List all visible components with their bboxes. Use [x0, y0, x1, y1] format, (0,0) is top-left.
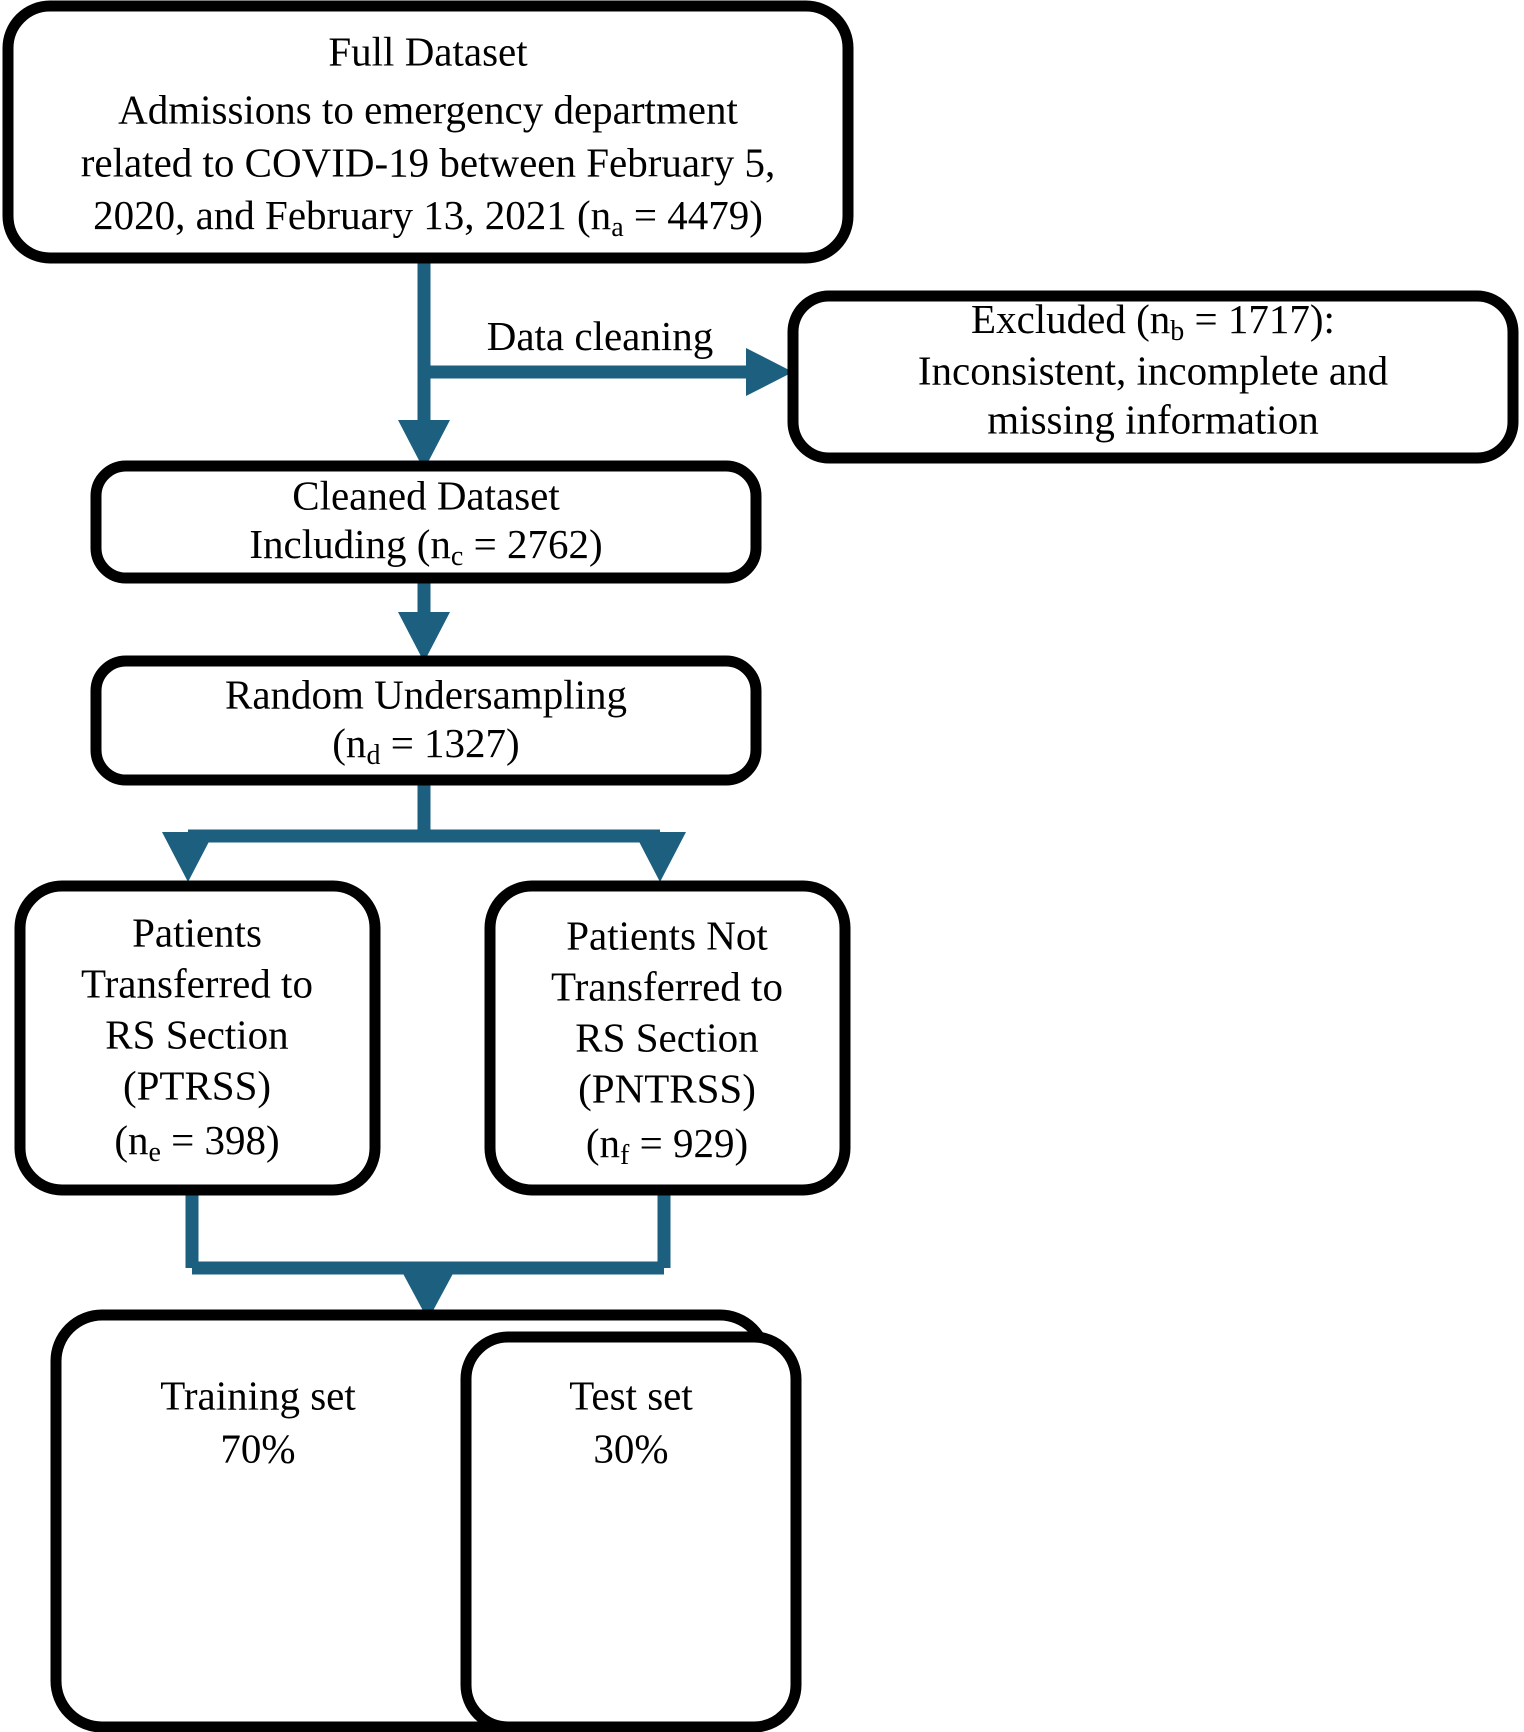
cleaned-to-undersampling-arrowhead	[398, 612, 450, 662]
data-cleaning-label-backdrop	[455, 305, 745, 360]
excluded-line-2: Inconsistent, incomplete and	[918, 347, 1388, 393]
node-patients-not-transferred[interactable]: Patients Not Transferred to RS Section (…	[484, 880, 851, 1196]
random-undersampling-line-2-sub: d	[366, 740, 380, 771]
edge-full-to-cleaned	[398, 258, 450, 470]
training-set-line-1: Training set	[160, 1372, 356, 1418]
full-dataset-line-2: Admissions to emergency department	[118, 86, 738, 132]
cleaned-dataset-line-2-pre: Including (n	[249, 521, 451, 567]
full-to-cleaned-arrowhead	[398, 420, 450, 470]
ptrss-line-5: (ne = 398)	[114, 1117, 279, 1168]
split-right-arrowhead	[634, 832, 686, 882]
test-set-line-2: 30%	[593, 1425, 668, 1471]
ptrss-line-2: Transferred to	[81, 960, 313, 1006]
pntrss-line-2: Transferred to	[551, 963, 783, 1009]
data-cleaning-label: Data cleaning	[487, 313, 714, 359]
cleaned-dataset-line-2-sub: c	[451, 541, 463, 572]
random-undersampling-line-2: (nd = 1327)	[332, 720, 519, 771]
excluded-line-1-sub: b	[1170, 316, 1184, 347]
split-left-arrowhead	[162, 832, 214, 882]
edge-groups-merge	[185, 1190, 671, 1320]
pntrss-line-3: RS Section	[575, 1014, 758, 1060]
cleaned-dataset-line-2: Including (nc = 2762)	[249, 521, 602, 572]
test-set-line-1: Test set	[569, 1372, 693, 1418]
pntrss-line-5-pre: (n	[586, 1120, 620, 1166]
random-undersampling-box[interactable]	[90, 655, 762, 786]
excluded-box[interactable]	[787, 290, 1519, 464]
training-set-line-2: 70%	[220, 1425, 295, 1471]
full-dataset-line-1: Full Dataset	[328, 28, 528, 74]
patients-transferred-box[interactable]	[14, 880, 381, 1196]
full-dataset-line-4-sub: a	[611, 212, 624, 243]
pntrss-line-5: (nf = 929)	[586, 1120, 748, 1171]
excluded-line-3: missing information	[987, 396, 1318, 442]
ptrss-line-3: RS Section	[105, 1011, 288, 1057]
node-random-undersampling[interactable]: Random Undersampling (nd = 1327)	[90, 655, 762, 786]
edge-cleaned-to-undersampling	[398, 578, 450, 662]
full-dataset-line-4: 2020, and February 13, 2021 (na = 4479)	[93, 192, 763, 243]
pntrss-line-4: (PNTRSS)	[578, 1065, 756, 1111]
node-cleaned-dataset[interactable]: Cleaned Dataset Including (nc = 2762)	[90, 460, 762, 584]
ptrss-line-4: (PTRSS)	[123, 1062, 271, 1108]
edge-undersampling-split	[162, 780, 686, 882]
random-undersampling-line-1: Random Undersampling	[225, 671, 627, 717]
node-full-dataset[interactable]: Full Dataset Admissions to emergency dep…	[2, 0, 854, 264]
excluded-line-1-post: = 1717):	[1184, 296, 1335, 342]
edge-label-data-cleaning-group: Data cleaning	[455, 305, 745, 360]
full-dataset-line-4-post: = 4479)	[624, 192, 763, 238]
ptrss-line-5-post: = 398)	[161, 1117, 280, 1163]
full-dataset-box[interactable]	[2, 0, 854, 264]
full-dataset-line-4-pre: 2020, and February 13, 2021 (n	[93, 192, 611, 238]
random-undersampling-line-2-pre: (n	[332, 720, 366, 766]
cleaned-dataset-line-2-post: = 2762)	[463, 521, 602, 567]
full-dataset-line-3: related to COVID-19 between February 5,	[81, 139, 776, 185]
merge-arrowhead	[400, 1268, 456, 1320]
data-cleaning-arrowhead	[746, 348, 793, 396]
excluded-line-1-pre: Excluded (n	[971, 296, 1170, 342]
excluded-line-1: Excluded (nb = 1717):	[971, 296, 1335, 347]
cleaned-dataset-box[interactable]	[90, 460, 762, 584]
node-excluded[interactable]: Excluded (nb = 1717): Inconsistent, inco…	[787, 290, 1519, 464]
pntrss-line-1: Patients Not	[566, 912, 768, 958]
edge-data-cleaning	[424, 348, 793, 396]
test-set-box[interactable]	[460, 1331, 802, 1732]
ptrss-line-1: Patients	[132, 909, 262, 955]
cleaned-dataset-line-1: Cleaned Dataset	[292, 472, 560, 518]
pntrss-line-5-sub: f	[620, 1140, 630, 1171]
node-test-set[interactable]: Test set 30%	[460, 1331, 802, 1732]
node-patients-transferred[interactable]: Patients Transferred to RS Section (PTRS…	[14, 880, 381, 1196]
ptrss-line-5-pre: (n	[114, 1117, 148, 1163]
pntrss-line-5-post: = 929)	[629, 1120, 748, 1166]
random-undersampling-line-2-post: = 1327)	[380, 720, 519, 766]
ptrss-line-5-sub: e	[148, 1137, 160, 1168]
patients-not-transferred-box[interactable]	[484, 880, 851, 1196]
